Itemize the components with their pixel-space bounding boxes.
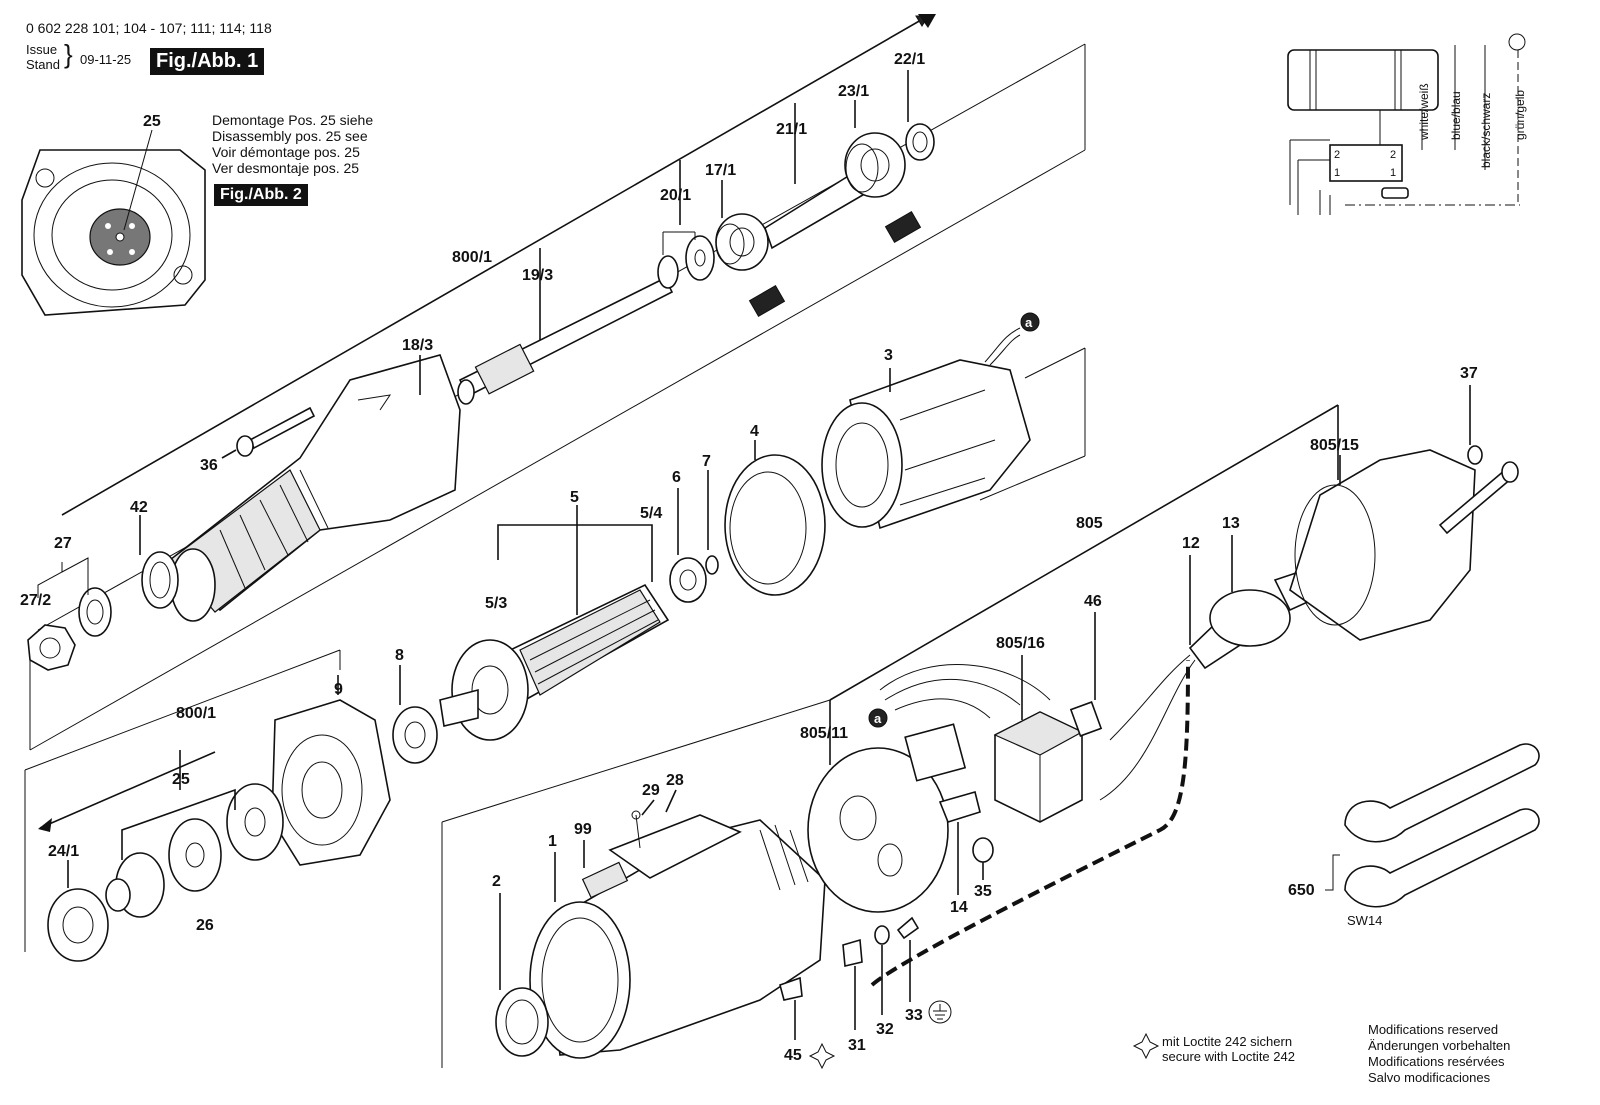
label-25-inset: 25 (143, 113, 161, 130)
label-29: 29 (642, 782, 660, 799)
modifications-note-en: Modifications reserved (1368, 1022, 1499, 1037)
modifications-note: Modifications reserved Änderungen vorbeh… (1368, 1022, 1510, 1086)
wire-label-black: black/schwarz (1479, 93, 1493, 168)
label-13: 13 (1222, 515, 1240, 532)
wire-label-white: white/weiß (1417, 83, 1431, 141)
label-8: 8 (395, 647, 404, 664)
label-33: 33 (905, 1007, 923, 1024)
label-805: 805 (1076, 515, 1103, 532)
label-31: 31 (848, 1037, 866, 1054)
terminal-2-right: 2 (1390, 149, 1396, 161)
wire-label-blue: blue/blau (1449, 91, 1463, 140)
gear-head-drawing (27, 354, 461, 671)
flange-inset-drawing (21, 129, 206, 316)
label-650: 650 (1288, 882, 1315, 899)
label-37: 37 (1460, 365, 1478, 382)
stator-drawing (669, 312, 1040, 603)
motor-housing-drawing (495, 789, 826, 1059)
label-1: 1 (548, 833, 557, 850)
issue-stand-label: Issue Stand (26, 42, 60, 72)
label-22-1: 22/1 (894, 51, 925, 68)
switch-and-cable-drawing (868, 385, 1519, 823)
earth-symbol (928, 1000, 952, 1024)
label-21-1: 21/1 (776, 121, 807, 138)
wiring-labels: white/weiß blue/blau black/schwarz grün/… (1334, 83, 1527, 179)
label-20-1: 20/1 (660, 187, 691, 204)
housing-frame (441, 404, 1339, 1068)
label-805-16: 805/16 (996, 635, 1045, 652)
label-805-15: 805/15 (1310, 437, 1359, 454)
label-5-4: 5/4 (640, 505, 662, 522)
label-36: 36 (200, 457, 218, 474)
label-800-1-bottom: 800/1 (176, 705, 216, 722)
label-3: 3 (884, 347, 893, 364)
label-28: 28 (666, 772, 684, 789)
part-labels: 25 800/1 19/3 20/1 17/1 21/1 23/1 22/1 1… (20, 51, 1478, 1064)
label-a-bottom: a (874, 711, 882, 726)
label-9: 9 (334, 681, 343, 698)
note-line-fr: Voir démontage pos. 25 (212, 144, 360, 160)
wrench-drawing (1325, 743, 1540, 908)
label-5: 5 (570, 489, 579, 506)
stand-label: Stand (26, 57, 60, 72)
loctite-note: mit Loctite 242 sichern secure with Loct… (1162, 1034, 1295, 1064)
lower-left-frame (24, 649, 341, 952)
label-27-2: 27/2 (20, 592, 51, 609)
wiring-diagram (1287, 33, 1526, 215)
terminal-1-right: 1 (1390, 167, 1396, 179)
bearing-flange-drawing (47, 675, 391, 962)
label-32: 32 (876, 1021, 894, 1038)
label-6: 6 (672, 469, 681, 486)
label-2: 2 (492, 873, 501, 890)
label-12: 12 (1182, 535, 1200, 552)
label-7: 7 (702, 453, 711, 470)
loctite-note-de: mit Loctite 242 sichern (1162, 1034, 1293, 1049)
label-23-1: 23/1 (838, 83, 869, 100)
note-line-de: Demontage Pos. 25 siehe (212, 112, 374, 128)
label-35: 35 (974, 883, 992, 900)
figure-2-badge: Fig./Abb. 2 (214, 184, 308, 206)
label-24-1: 24/1 (48, 843, 79, 860)
label-27: 27 (54, 535, 72, 552)
modifications-note-de: Änderungen vorbehalten (1368, 1038, 1511, 1053)
modifications-note-fr: Modifications resérvées (1368, 1054, 1505, 1069)
note-line-en: Disassembly pos. 25 see (212, 128, 368, 144)
disassembly-note: Demontage Pos. 25 siehe Disassembly pos.… (212, 112, 373, 176)
label-19-3: 19/3 (522, 267, 553, 284)
label-800-1-top: 800/1 (452, 249, 492, 266)
label-4: 4 (750, 423, 759, 440)
motor-frame (979, 347, 1086, 501)
label-18-3: 18/3 (402, 337, 433, 354)
issue-label: Issue (26, 42, 58, 57)
brace-symbol: } (64, 39, 73, 69)
label-17-1: 17/1 (705, 162, 736, 179)
loctite-symbol (808, 1032, 1160, 1070)
terminal-2-left: 2 (1334, 149, 1340, 161)
spindle-drawing (457, 70, 935, 405)
label-5-3: 5/3 (485, 595, 507, 612)
label-26: 26 (196, 917, 214, 934)
modifications-note-es: Salvo modificaciones (1368, 1070, 1491, 1085)
part-numbers-header: 0 602 228 101; 104 - 107; 111; 114; 118 (26, 20, 272, 36)
label-46: 46 (1084, 593, 1102, 610)
terminal-1-left: 1 (1334, 167, 1340, 179)
label-a-top: a (1025, 315, 1033, 330)
end-shield-drawing (807, 659, 1190, 1030)
wrench-size-label: SW14 (1347, 913, 1382, 928)
wire-label-green-yellow: grün/gelb (1513, 90, 1527, 140)
label-25: 25 (172, 771, 190, 788)
armature-drawing (392, 505, 670, 764)
label-14: 14 (950, 899, 968, 916)
label-45: 45 (784, 1047, 802, 1064)
label-42: 42 (130, 499, 148, 516)
note-line-es: Ver desmontaje pos. 25 (212, 160, 360, 176)
figure-badge: Fig./Abb. 1 (150, 48, 265, 75)
label-805-11: 805/11 (800, 725, 848, 742)
issue-date: 09-11-25 (80, 52, 132, 67)
loctite-note-en: secure with Loctite 242 (1162, 1049, 1295, 1064)
label-99: 99 (574, 821, 592, 838)
